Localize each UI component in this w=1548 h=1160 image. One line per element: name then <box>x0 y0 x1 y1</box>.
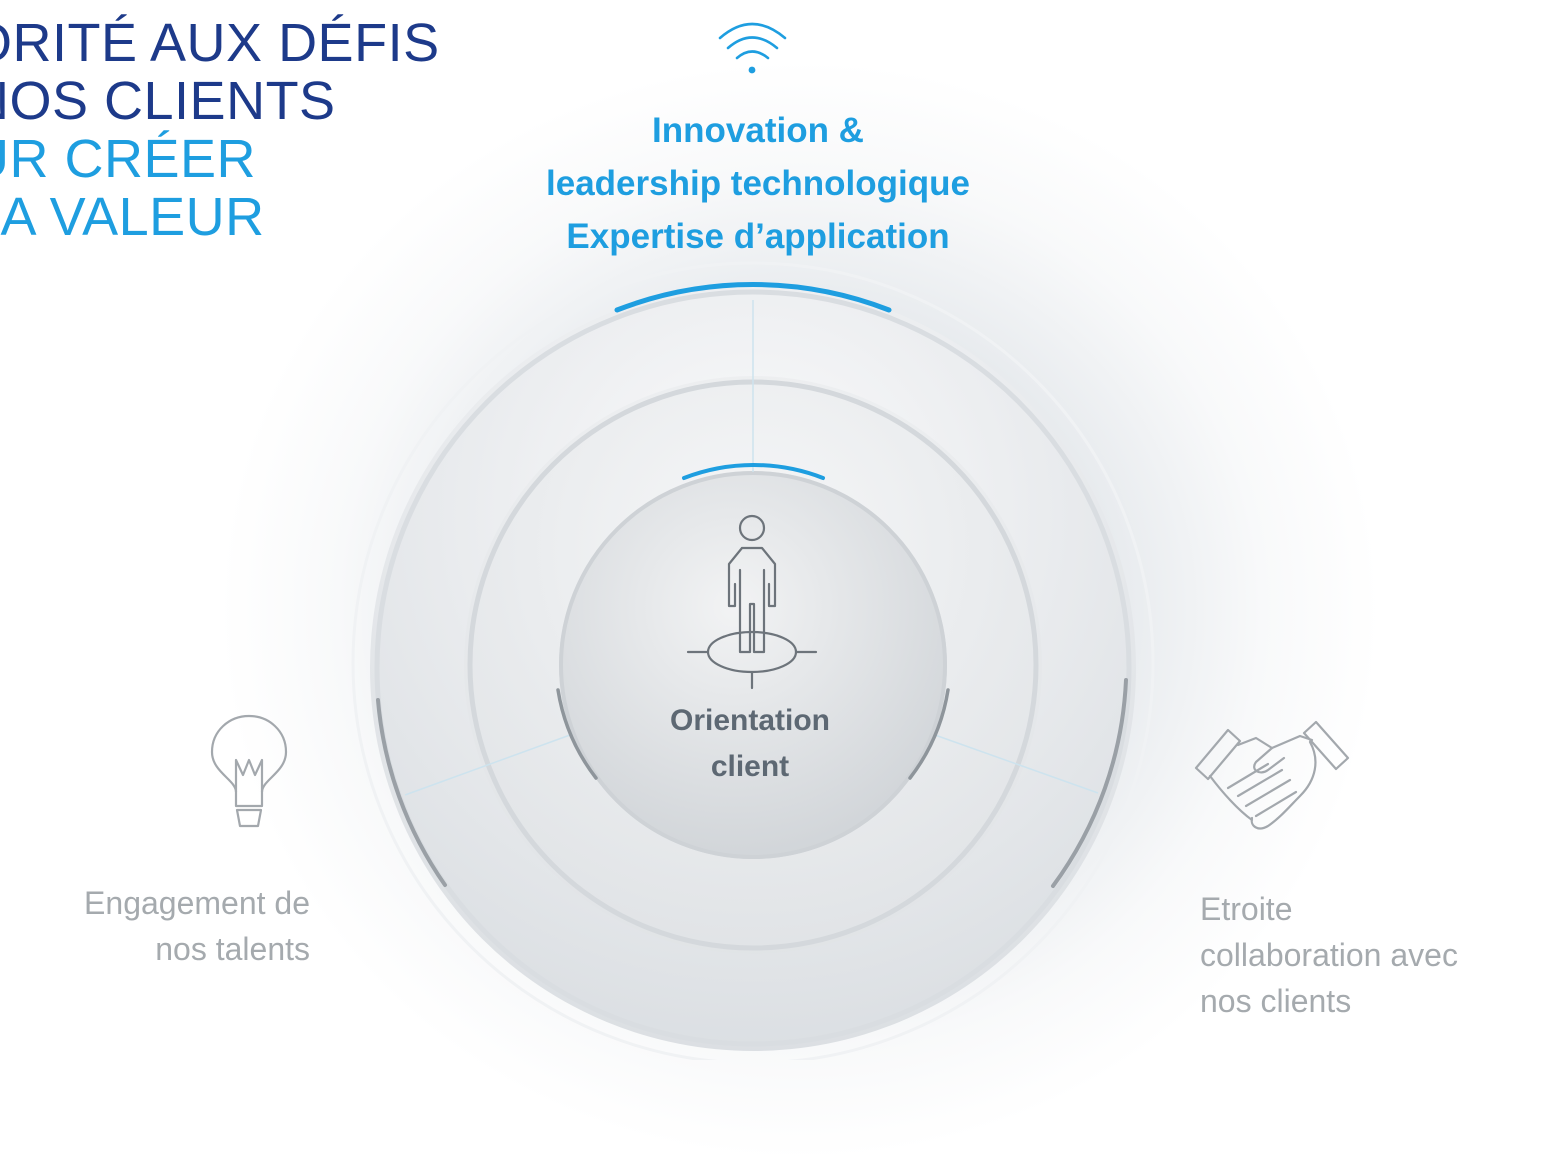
outer-right-gray-arc <box>1051 678 1128 888</box>
outer-halo-ring <box>351 261 1155 1060</box>
headline: ORITÉ AUX DÉFIS NOS CLIENTS UR CRÉER LA … <box>0 14 440 246</box>
headline-line-2: NOS CLIENTS <box>0 71 336 131</box>
ring-diagram <box>210 22 1350 1060</box>
pillar-right-label: Etroite collaboration avec nos clients <box>1200 886 1545 1024</box>
divider-left <box>404 734 571 796</box>
pillar-top-line-2: leadership technologique <box>546 164 970 203</box>
pillar-left-line-1: Engagement de <box>84 885 310 921</box>
pillar-left-line-2: nos talents <box>155 931 310 967</box>
center-line-2: client <box>710 750 790 783</box>
divider-right <box>934 734 1099 794</box>
handshake-icon <box>1194 720 1350 830</box>
inner-top-accent-arc <box>682 463 825 480</box>
center-line-1: Orientation <box>669 704 830 737</box>
pillar-top-line-1: Innovation & <box>652 111 864 150</box>
outer-left-gray-arc <box>376 698 447 887</box>
pillar-top-label: Innovation & leadership technologique Ex… <box>458 104 1058 263</box>
pillar-right-line-3: nos clients <box>1200 983 1352 1019</box>
pillar-left-label: Engagement de nos talents <box>0 880 310 972</box>
pillar-right-line-2: collaboration avec <box>1200 937 1458 973</box>
inner-right-gray-arc <box>908 688 950 780</box>
inner-left-gray-arc <box>556 688 598 780</box>
inner-disc <box>559 471 947 859</box>
pillar-top-line-3: Expertise d’application <box>566 217 950 256</box>
lightbulb-icon <box>210 714 288 828</box>
inner-ring <box>559 471 947 859</box>
outer-ring <box>374 289 1132 1047</box>
headline-line-3: UR CRÉER <box>0 129 257 189</box>
outer-top-accent-arc <box>614 282 892 313</box>
person-target-icon <box>686 514 818 690</box>
headline-line-4: LA VALEUR <box>0 187 265 247</box>
headline-line-1: ORITÉ AUX DÉFIS <box>0 13 440 73</box>
wifi-icon <box>718 22 787 74</box>
center-label: Orientation client <box>600 698 900 790</box>
pillar-right-line-1: Etroite <box>1200 891 1293 927</box>
